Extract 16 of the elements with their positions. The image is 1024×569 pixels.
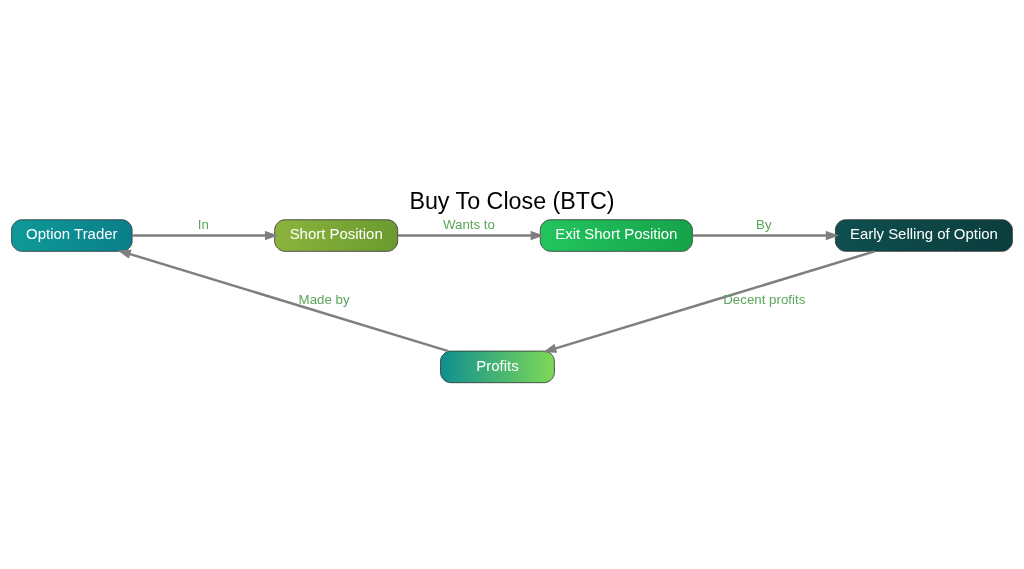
edge-label: Made by — [298, 291, 350, 307]
arrow — [692, 230, 840, 240]
node-box: Exit Short Position — [539, 218, 693, 252]
node-box: Short Position — [274, 218, 399, 252]
edge-label: Wants to — [442, 216, 495, 232]
edge-label: Decent profits — [723, 291, 806, 307]
node-box: Profits — [440, 350, 555, 383]
edge-label: By — [756, 216, 772, 232]
arrow — [543, 249, 875, 353]
edge-label: In — [197, 216, 209, 232]
arrow — [132, 230, 279, 240]
node-box: Early Selling of Option — [834, 218, 1013, 252]
node-box: Option Trader — [11, 218, 133, 252]
diagram-title: Buy To Close (BTC) — [409, 187, 615, 214]
arrow — [117, 249, 449, 352]
arrow — [398, 230, 544, 240]
